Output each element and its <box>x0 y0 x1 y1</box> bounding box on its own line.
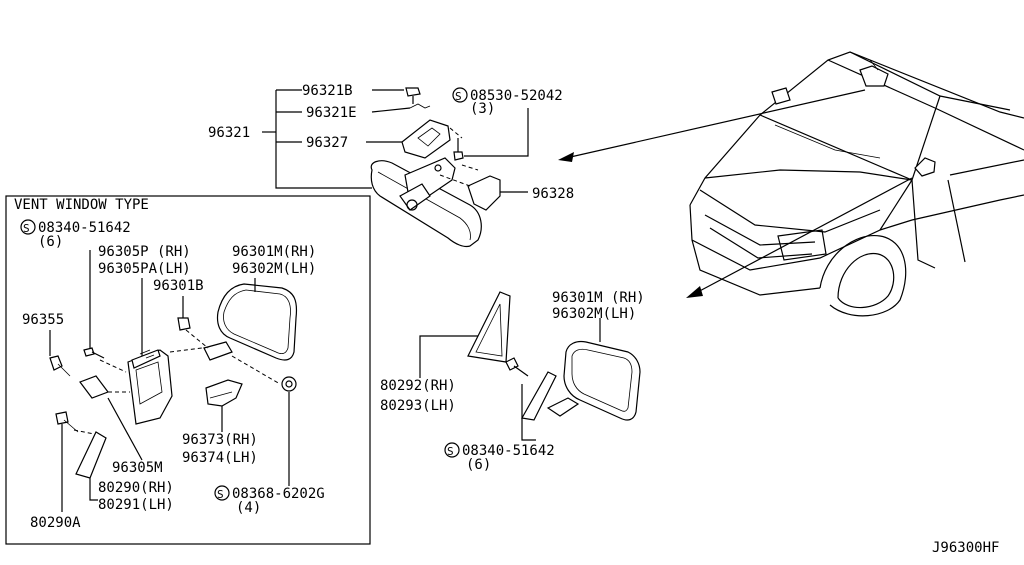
label-96302m-main: 96302M(LH) <box>552 306 636 322</box>
screw-symbol-08368: S <box>214 485 230 501</box>
label-08340-main-qty: (6) <box>466 457 491 473</box>
label-96373: 96373(RH) <box>182 432 258 448</box>
inset-leaders <box>49 250 290 512</box>
label-96328: 96328 <box>532 186 574 202</box>
vent-window-inset-box <box>5 195 371 545</box>
label-08340-inset-qty: (6) <box>38 234 63 250</box>
label-96355: 96355 <box>22 312 64 328</box>
screw-symbol-08340-main: S <box>444 442 460 458</box>
inner-mirror-leaders <box>262 89 529 193</box>
svg-text:S: S <box>455 90 462 103</box>
screw-symbol-08530: S <box>452 87 468 103</box>
label-08340-main: 08340-51642 <box>462 443 555 459</box>
svg-text:S: S <box>23 222 30 235</box>
outer-mirror-leaders <box>419 318 601 441</box>
label-08340-inset: 08340-51642 <box>38 220 131 236</box>
label-96327: 96327 <box>306 135 348 151</box>
label-08530-qty: (3) <box>470 101 495 117</box>
label-96374: 96374(LH) <box>182 450 258 466</box>
inset-title: VENT WINDOW TYPE <box>14 197 149 213</box>
label-96305pa: 96305PA(LH) <box>98 261 191 277</box>
svg-text:S: S <box>217 488 224 501</box>
label-80290: 80290(RH) <box>98 480 174 496</box>
label-08368-qty: (4) <box>236 500 261 516</box>
label-96321b: 96321B <box>302 83 353 99</box>
label-08368-6202g: 08368-6202G <box>232 486 325 502</box>
diagram-id: J96300HF <box>932 540 999 556</box>
label-96301m-main: 96301M (RH) <box>552 290 645 306</box>
label-96301m-inset: 96301M(RH) <box>232 244 316 260</box>
vehicle-illustration <box>689 51 1024 317</box>
reference-arrows <box>558 89 913 298</box>
label-80292: 80292(RH) <box>380 378 456 394</box>
label-80291: 80291(LH) <box>98 497 174 513</box>
label-80293: 80293(LH) <box>380 398 456 414</box>
outer-mirror-assembly <box>467 291 641 421</box>
svg-text:S: S <box>447 445 454 458</box>
vent-window-mirror-parts <box>49 283 298 479</box>
inner-mirror-assembly <box>370 87 501 248</box>
label-96321e: 96321E <box>306 105 357 121</box>
label-96305p: 96305P (RH) <box>98 244 191 260</box>
screw-symbol-08340-inset: S <box>20 219 36 235</box>
label-96305m: 96305M <box>112 460 163 476</box>
label-96301b: 96301B <box>153 278 204 294</box>
label-96302m-inset: 96302M(LH) <box>232 261 316 277</box>
label-08530-52042: 08530-52042 <box>470 88 563 104</box>
label-96321: 96321 <box>208 125 250 141</box>
label-80290a: 80290A <box>30 515 81 531</box>
